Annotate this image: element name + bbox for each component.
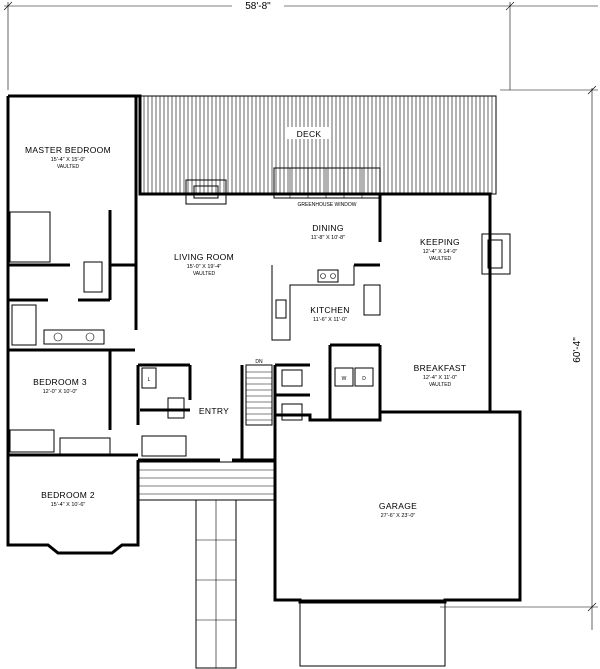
- bedroom2-name: BEDROOM 2: [41, 490, 95, 500]
- kitchen-name: KITCHEN: [310, 305, 349, 315]
- master-bedroom-name: MASTER BEDROOM: [25, 145, 111, 155]
- master-bedroom-size: 15'-4" X 15'-0": [51, 157, 86, 163]
- width-dimension: 58'-8": [245, 1, 271, 12]
- living-room-note: VAULTED: [193, 271, 216, 277]
- exterior-walls: [6, 94, 492, 555]
- greenhouse-window: [273, 167, 381, 199]
- keeping-note: VAULTED: [429, 256, 452, 262]
- stairs: [245, 364, 273, 426]
- breakfast-name: BREAKFAST: [414, 363, 467, 373]
- deck-boards: [143, 96, 493, 194]
- stair-down-label: DN: [255, 359, 263, 365]
- greenhouse-label: GREENHOUSE WINDOW: [298, 202, 357, 208]
- depth-dimension: 60'-4": [572, 337, 583, 363]
- depth-dimension-line: [440, 85, 598, 630]
- deck: [139, 95, 497, 195]
- master-bath-fixtures: [11, 261, 105, 346]
- keeping-name: KEEPING: [420, 237, 460, 247]
- front-walk: [195, 499, 237, 669]
- linen-label: L: [148, 377, 151, 383]
- kitchen-counters: [271, 265, 381, 341]
- porch: [137, 461, 275, 501]
- breakfast-note: VAULTED: [429, 382, 452, 388]
- breakfast-size: 12'-4" X 11'-0": [423, 375, 457, 381]
- keeping-size: 12'-4" X 14'-0": [423, 249, 458, 255]
- kitchen-size: 11'-6" X 11'-0": [313, 317, 347, 323]
- interior-walls: [8, 96, 490, 460]
- living-room-size: 15'-0" X 19'-4": [187, 264, 222, 270]
- laundry: [334, 367, 374, 387]
- garage-size: 27'-6" X 23'-0": [381, 513, 416, 519]
- keeping-fireplace: [481, 233, 511, 275]
- entry-name: ENTRY: [199, 406, 229, 416]
- bedroom2-size: 15'-4" X 10'-6": [51, 502, 86, 508]
- hall-bath-fixtures: [141, 369, 303, 457]
- living-room-name: LIVING ROOM: [174, 252, 234, 262]
- garage-name: GARAGE: [379, 501, 417, 511]
- living-fireplace: [185, 179, 227, 205]
- linen-closet: [141, 367, 157, 389]
- width-dimension-line: [3, 1, 598, 90]
- deck-label: DECK: [297, 129, 322, 139]
- dining-size: 11'-8" X 10'-8": [311, 235, 345, 241]
- master-bedroom-note: VAULTED: [57, 164, 80, 170]
- dining-name: DINING: [312, 223, 344, 233]
- garage: [273, 410, 522, 667]
- washer-label: W: [342, 376, 347, 382]
- bedroom3-name: BEDROOM 3: [33, 377, 87, 387]
- closets: [9, 211, 111, 457]
- bedroom3-size: 12'-0" X 10'-0": [43, 389, 78, 395]
- dryer-label: D: [362, 376, 366, 382]
